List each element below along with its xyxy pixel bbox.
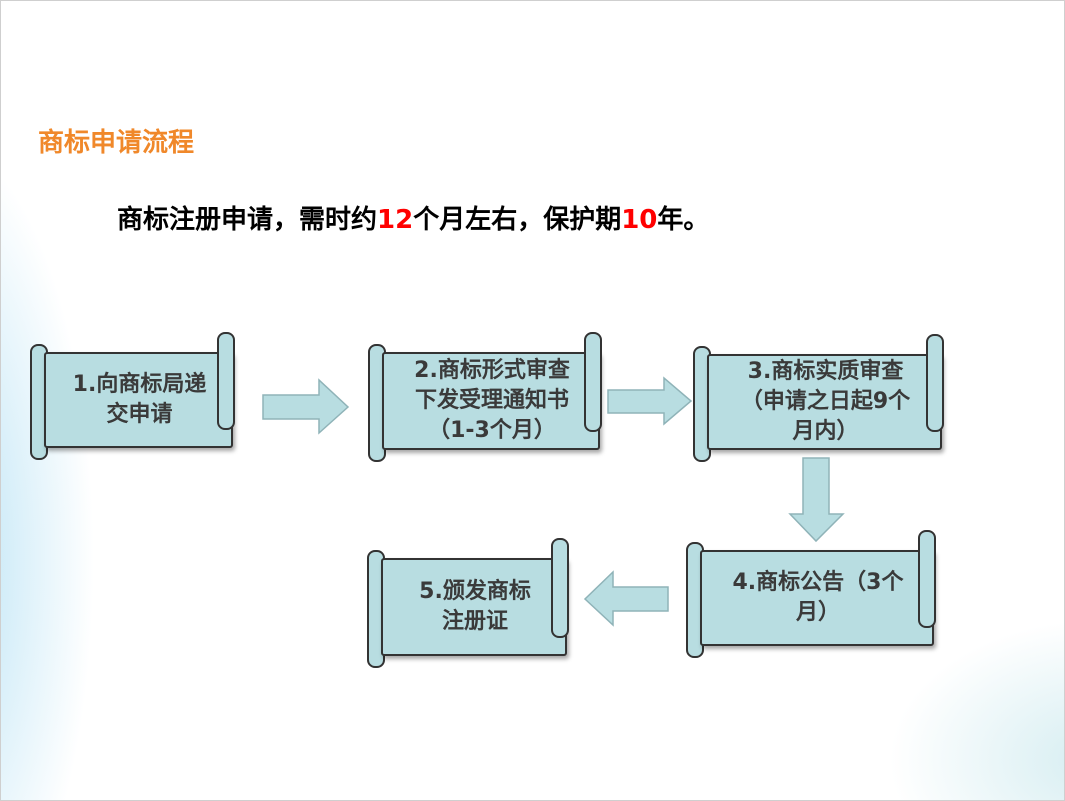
subtitle-text: 年。 — [657, 205, 710, 235]
step-text: 交申请 — [106, 402, 173, 427]
scroll-body — [381, 558, 567, 656]
step-4-scroll: 4.商标公告（3个月） — [686, 530, 936, 658]
step-2-scroll: 2.商标形式审查下发受理通知书 （1-3个月） — [368, 332, 602, 462]
arrow-down-icon — [788, 457, 845, 543]
step-text: 月） — [795, 600, 840, 625]
scroll-roll — [584, 332, 602, 432]
scroll-roll — [926, 334, 944, 432]
subtitle-text: 个月左右，保护期 — [413, 205, 622, 235]
step-text: 1.向商标局递 — [72, 372, 207, 397]
arrow-left-icon — [583, 570, 669, 627]
step-text: 5.颁发商标 — [419, 579, 531, 604]
scroll-roll — [551, 538, 569, 638]
step-5-scroll: 5.颁发商标注册证 — [367, 538, 569, 668]
scroll-roll — [217, 332, 235, 430]
step-3-scroll: 3.商标实质审查 （申请之日起9个月内） — [693, 334, 944, 462]
step-1-scroll: 1.向商标局递交申请 — [30, 332, 235, 460]
scroll-roll — [918, 530, 936, 628]
step-text: （1-3个月） — [428, 418, 556, 443]
subtitle-text: 商标注册申请，需时约 — [117, 205, 378, 235]
scroll-body — [44, 352, 233, 448]
arrow-right-icon — [607, 376, 693, 426]
step-text: 3.商标实质审查 — [747, 359, 904, 384]
step-text: 2.商标形式审查 — [414, 358, 570, 383]
step-text: 下发受理通知书 — [414, 388, 569, 413]
step-text: 4.商标公告（3个 — [732, 570, 904, 595]
slide-subtitle: 商标注册申请，需时约12个月左右，保护期10年。 — [117, 199, 709, 236]
step-text: 月内） — [792, 419, 859, 444]
months-value: 12 — [377, 205, 414, 235]
years-value: 10 — [621, 205, 658, 235]
scroll-body — [707, 354, 942, 450]
step-text: 注册证 — [441, 609, 508, 634]
step-text: （申请之日起9个 — [740, 389, 911, 414]
slide-title: 商标申请流程 — [38, 128, 195, 158]
arrow-right-icon — [262, 378, 350, 435]
